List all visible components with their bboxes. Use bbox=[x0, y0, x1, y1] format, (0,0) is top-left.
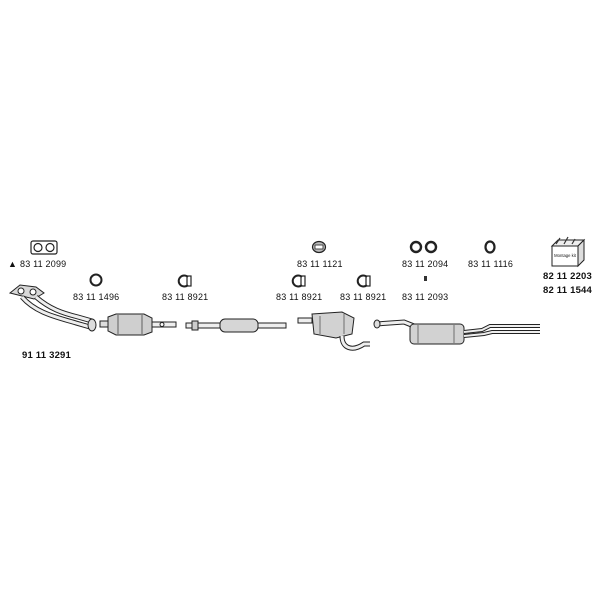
part-number-small-fitting: 83 11 2093 bbox=[402, 292, 449, 302]
part-number-clamp-rear: 83 11 8921 bbox=[340, 292, 387, 302]
part-number-clamp-middle: 83 11 8921 bbox=[276, 292, 323, 302]
part-number-front-pipe: 91 11 3291 bbox=[22, 350, 72, 361]
montage-kit-box-icon[interactable]: Montage kit bbox=[548, 236, 588, 268]
front-pipe-drawing[interactable] bbox=[6, 283, 98, 343]
part-number-montage-kit-1: 82 11 2203 bbox=[543, 271, 593, 282]
part-number-rubber-ring: 83 11 1116 bbox=[468, 259, 514, 269]
rubber-ring-icon[interactable] bbox=[484, 240, 496, 254]
rear-silencer-drawing[interactable] bbox=[373, 310, 546, 350]
clamp-icon[interactable] bbox=[290, 274, 306, 288]
mount-pair-icon[interactable] bbox=[409, 240, 439, 254]
part-number-mount-pair: 83 11 2094 bbox=[402, 259, 449, 269]
small-fitting-icon[interactable] bbox=[423, 275, 429, 283]
intermediate-silencer-drawing[interactable] bbox=[297, 308, 374, 354]
middle-silencer-drawing[interactable] bbox=[185, 317, 290, 335]
part-number-montage-kit-2: 82 11 1544 bbox=[543, 285, 593, 296]
clamp-icon[interactable] bbox=[176, 274, 192, 288]
part-number-gasket-flange: 83 11 2099 bbox=[20, 259, 67, 269]
ring-gasket-icon[interactable] bbox=[89, 273, 103, 287]
montage-kit-box-label: Montage kit bbox=[554, 253, 576, 258]
clamp-icon[interactable] bbox=[355, 274, 371, 288]
flange-gasket-icon[interactable] bbox=[30, 240, 60, 256]
rubber-hanger-icon[interactable] bbox=[311, 240, 327, 254]
part-number-rubber-hanger: 83 11 1121 bbox=[297, 259, 343, 269]
warning-icon: ▲ bbox=[8, 259, 18, 269]
part-number-ring-gasket: 83 11 1496 bbox=[73, 292, 120, 302]
catalytic-converter-drawing[interactable] bbox=[99, 312, 180, 338]
part-number-clamp-catalyst: 83 11 8921 bbox=[162, 292, 209, 302]
